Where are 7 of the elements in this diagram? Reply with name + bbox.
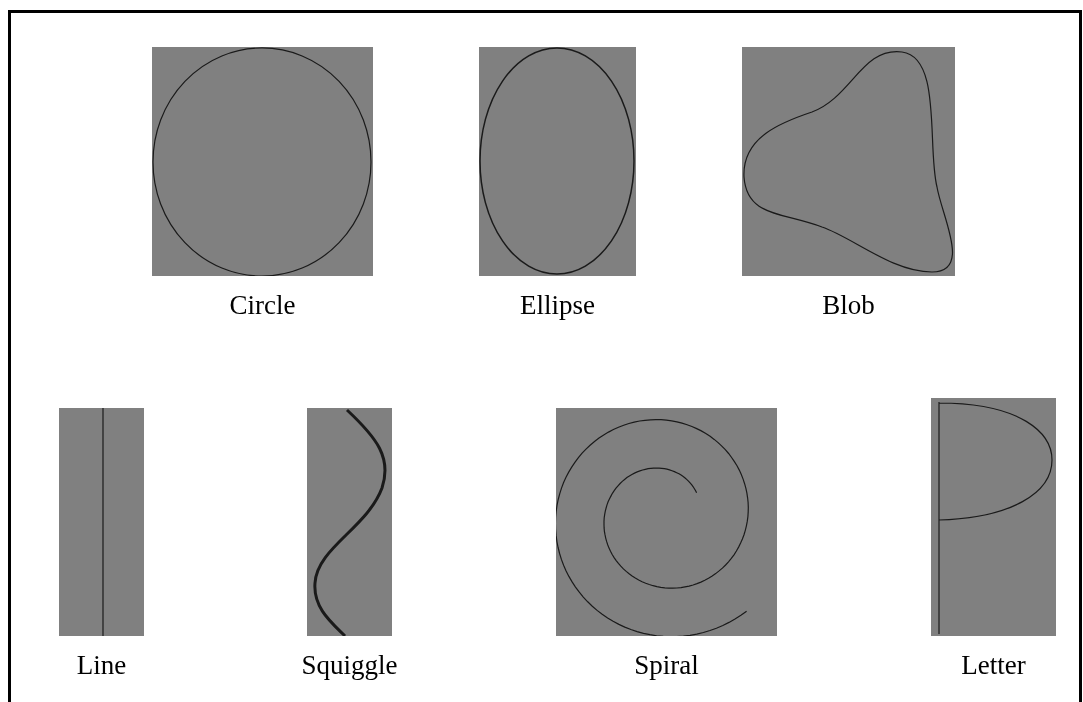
shape-caption: Line bbox=[76, 650, 127, 681]
shape-caption: Circle bbox=[229, 290, 296, 321]
shape-caption: Spiral bbox=[634, 650, 699, 681]
shape-caption: Squiggle bbox=[301, 650, 398, 681]
shape-caption: Ellipse bbox=[520, 290, 595, 321]
shape-caption: Blob bbox=[822, 290, 875, 321]
shape-caption: Letter bbox=[961, 650, 1026, 681]
